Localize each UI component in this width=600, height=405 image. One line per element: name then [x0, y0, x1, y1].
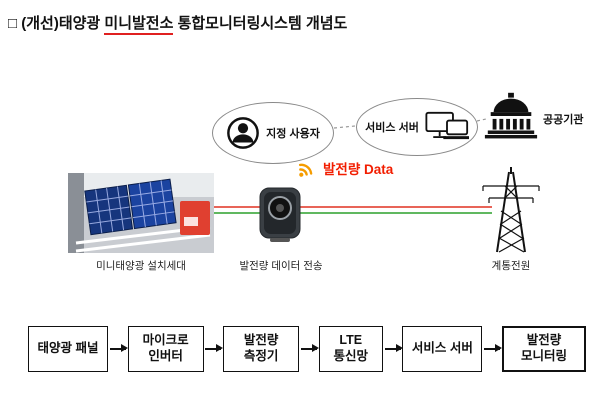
service-server-label: 서비스 서버: [365, 122, 419, 134]
page-title: □ (개선)태양광 미니발전소 통합모니터링시스템 개념도: [8, 12, 348, 35]
flow-box-service-server: 서비스 서버: [402, 326, 483, 372]
wifi-icon: [289, 155, 320, 186]
transmission-tower-icon: [475, 166, 547, 254]
flow-box-solar-panel: 태양광 패널: [28, 326, 108, 372]
flow-arrow-icon: [109, 344, 128, 353]
flow-box-lte-network: LTE 통신망: [318, 326, 383, 372]
user-icon: [227, 117, 260, 149]
flow-box-generation-monitoring: 발전량 모니터링: [501, 326, 586, 372]
public-institution-icon: [482, 92, 540, 140]
flow-arrow-icon: [205, 344, 224, 353]
solar-install-caption: 미니태양광 설치세대: [96, 260, 186, 272]
service-server-group: 서비스 서버: [356, 98, 478, 156]
generation-data-label: 발전량 Data: [323, 162, 394, 177]
transmitter-caption: 발전량 데이터 전송: [239, 260, 323, 272]
flow-box-micro-inverter: 마이크로 인버터: [127, 326, 204, 372]
flow-arrow-icon: [300, 344, 319, 353]
solar-install-photo: [68, 173, 214, 253]
flow-box-generation-meter: 발전량 측정기: [223, 326, 300, 372]
process-flow: 태양광 패널 마이크로 인버터 발전량 측정기 LTE 통신망 서비스 서버 발…: [28, 326, 586, 372]
public-institution-label: 공공기관: [543, 114, 584, 126]
designated-user-group: 지정 사용자: [212, 102, 334, 164]
title-suffix: 통합모니터링시스템 개념도: [173, 15, 348, 32]
grid-power-caption: 계통전원: [491, 260, 531, 272]
title-underlined: 미니발전소: [104, 15, 174, 35]
designated-user-label: 지정 사용자: [266, 128, 320, 140]
title-prefix: □ (개선)태양광: [8, 15, 105, 32]
server-monitors-icon: [425, 111, 469, 140]
flow-arrow-icon: [384, 344, 403, 353]
flow-arrow-icon: [484, 344, 503, 353]
transmitter-device-icon: [256, 186, 304, 244]
